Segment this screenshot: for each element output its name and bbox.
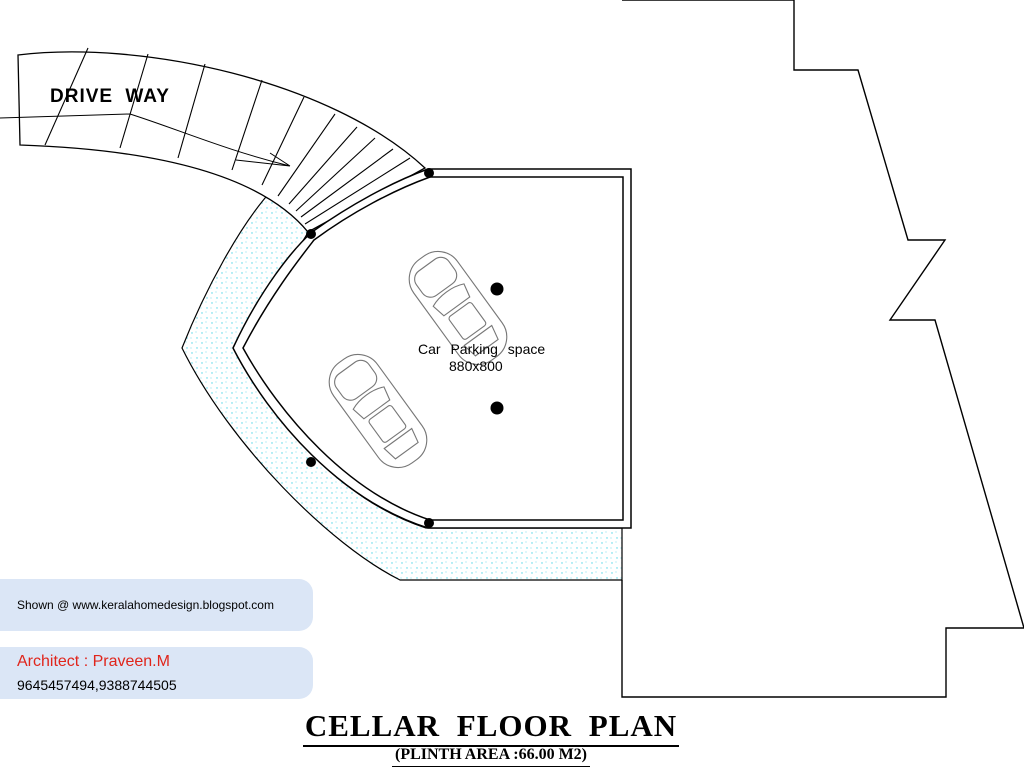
- columns: [306, 168, 504, 528]
- house-outline: [621, 0, 1024, 698]
- car-1: [408, 250, 508, 366]
- driveway-hatch: [44, 47, 411, 225]
- parking-inner-wall: [242, 176, 624, 521]
- architect-phones: 9645457494,9388744505: [17, 677, 177, 693]
- plan-title: CELLAR FLOOR PLAN: [0, 708, 982, 747]
- architect-name: Architect : Praveen.M: [17, 653, 170, 670]
- driveway: [17, 51, 427, 233]
- parking-outer-wall: [232, 168, 632, 529]
- parking-space-label: Car Parking space: [418, 341, 546, 357]
- parking-dimensions: 880x800: [449, 358, 503, 374]
- shown-at-text: Shown @ www.keralahomedesign.blogspot.co…: [17, 598, 274, 612]
- driveway-axis: [0, 113, 131, 119]
- driveway-label: DRIVE WAY: [50, 86, 170, 107]
- plan-subtitle: (PLINTH AREA :66.00 M2): [0, 746, 982, 767]
- plan-title-text: CELLAR FLOOR PLAN: [302, 708, 680, 747]
- driveway-arrow: [129, 113, 291, 167]
- plan-subtitle-text: (PLINTH AREA :66.00 M2): [392, 746, 590, 767]
- car-2: [328, 353, 428, 469]
- architect-card: [0, 647, 313, 699]
- shown-at-card: [0, 579, 313, 631]
